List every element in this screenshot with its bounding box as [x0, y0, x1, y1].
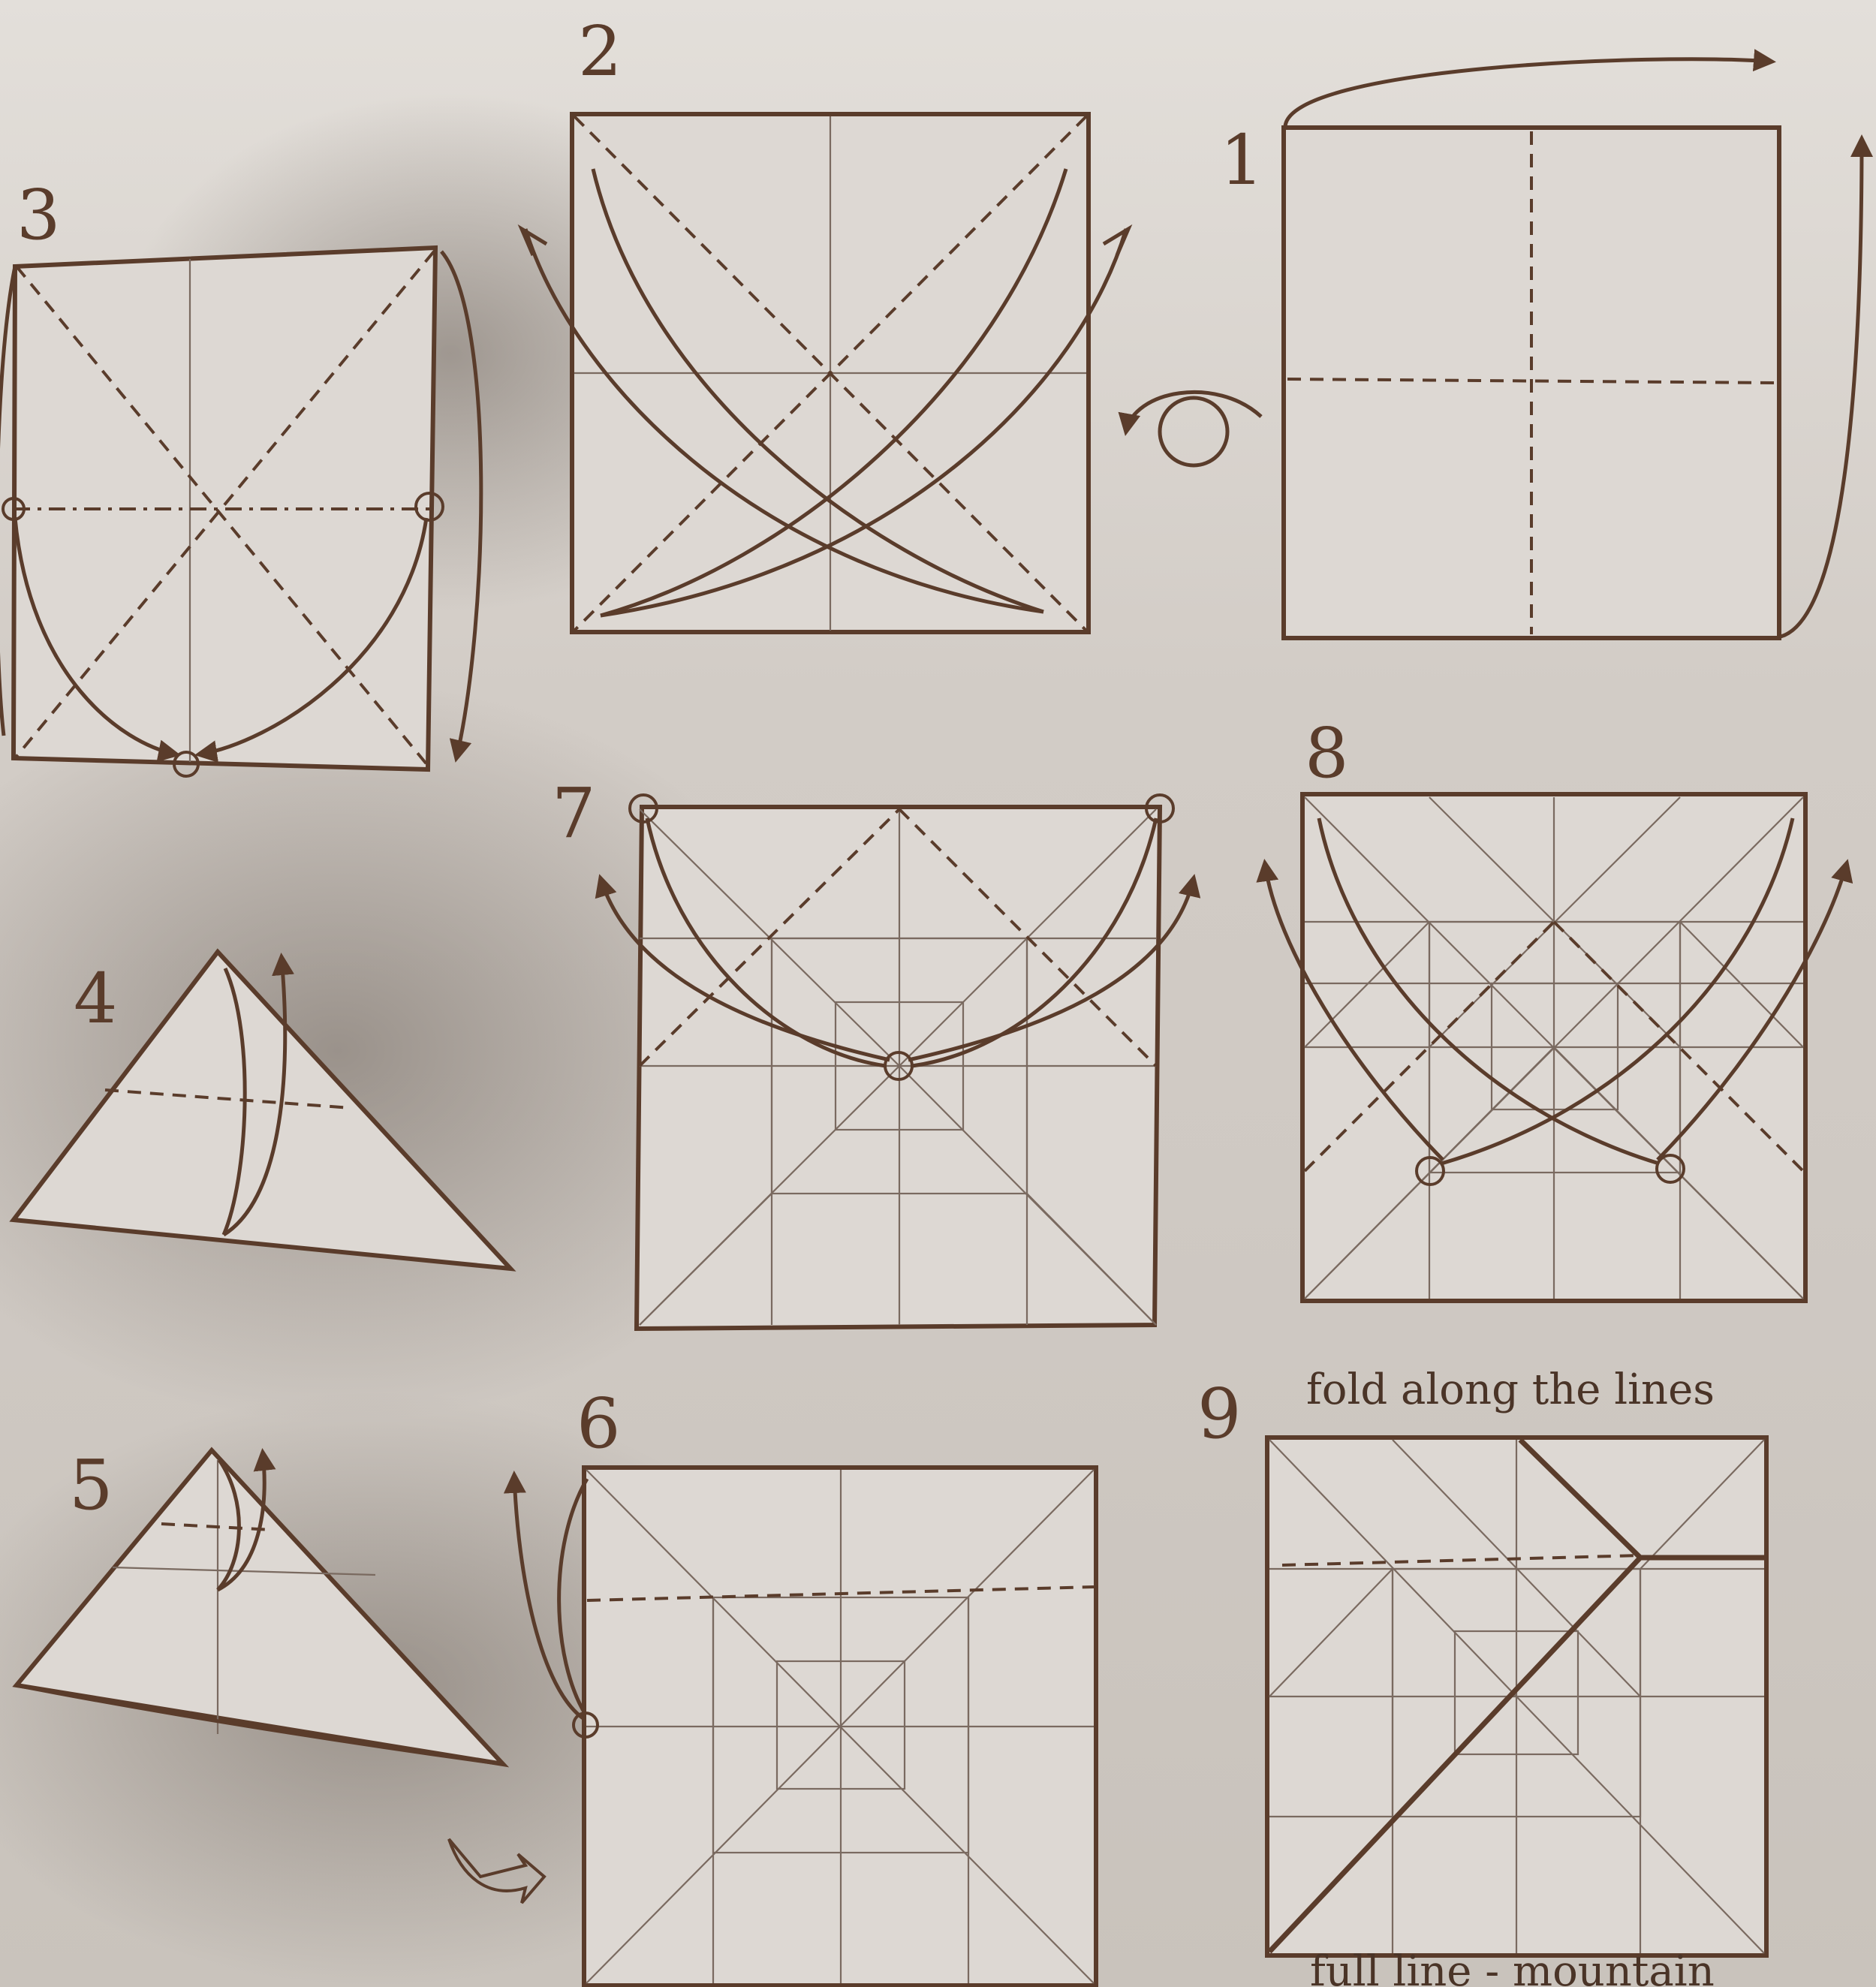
fold-arrow — [1781, 139, 1862, 637]
step-9-caption: fold along the lines — [1306, 1365, 1715, 1414]
step-3 — [0, 248, 481, 776]
step-number-5: 5 — [69, 1445, 113, 1525]
arrow-head — [1104, 229, 1128, 255]
step-number-1: 1 — [1220, 120, 1264, 200]
step-9 — [1267, 1438, 1766, 1955]
step-8 — [1265, 794, 1847, 1301]
step-2 — [522, 114, 1128, 632]
step-number-2: 2 — [578, 11, 622, 92]
legend-line-1: full line - mountain — [1310, 1947, 1715, 1987]
step-7 — [601, 795, 1194, 1329]
step-6 — [514, 1468, 1096, 1985]
next-step-arrow — [449, 1839, 544, 1903]
step-number-7: 7 — [552, 773, 596, 854]
step-number-6: 6 — [577, 1383, 621, 1464]
step-number-3: 3 — [17, 175, 61, 255]
step-number-4: 4 — [74, 959, 118, 1039]
fold-arrow — [1285, 59, 1772, 126]
fold-arrow — [441, 251, 481, 758]
step-number-9: 9 — [1197, 1374, 1242, 1454]
step-number-8: 8 — [1305, 713, 1349, 793]
turn-over-icon — [1160, 398, 1227, 465]
